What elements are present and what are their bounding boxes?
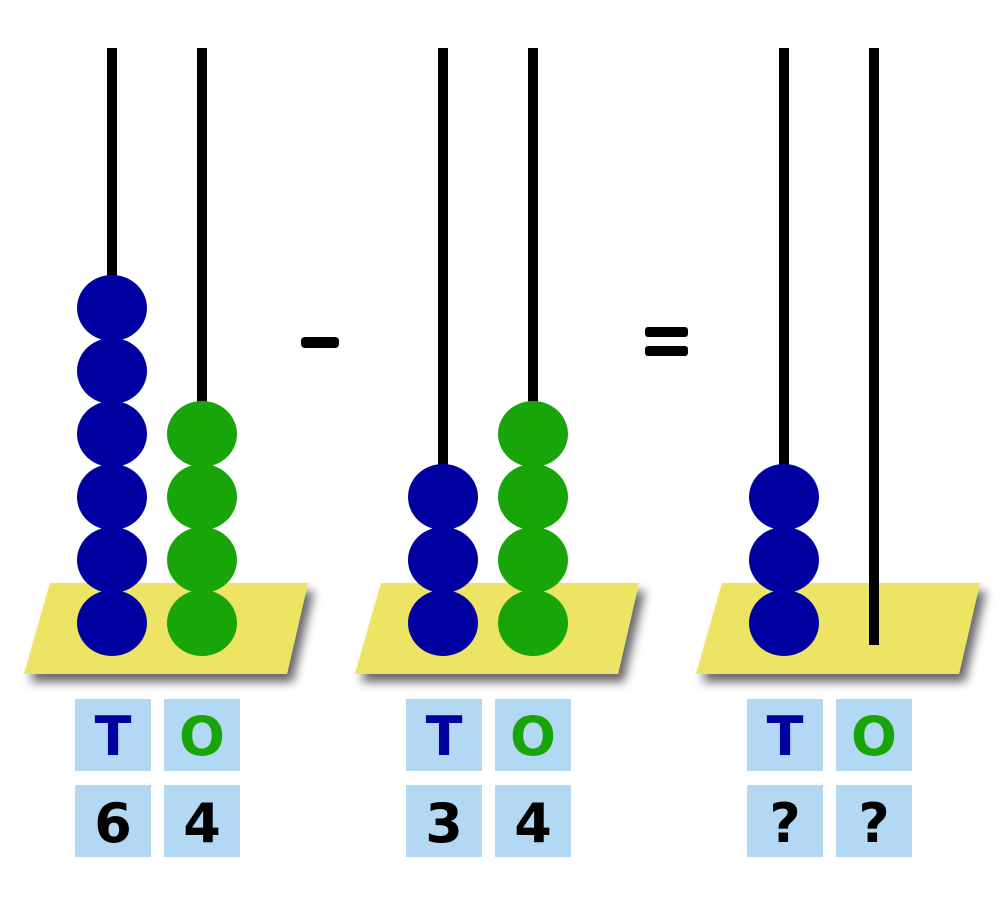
tens-bead [77,338,147,404]
ones-rod [869,48,879,645]
abacus-base [355,583,639,674]
ones-label: O [179,705,225,768]
tens-label-box [747,699,823,771]
minus-sign [301,337,339,348]
abacus-2: T 3O 4 [355,48,639,857]
ones-bead [498,590,568,656]
abacus-base [24,583,308,674]
ones-digit-box [836,785,912,857]
tens-bead [749,464,819,530]
tens-bead [77,527,147,593]
ones-label: O [851,705,897,768]
ones-bead [498,527,568,593]
tens-rod [779,48,789,623]
tens-bead [77,401,147,467]
tens-digit-box [406,785,482,857]
ones-label-box [164,699,240,771]
ones-bead [498,401,568,467]
tens-label: T [426,705,463,768]
ones-bead [167,401,237,467]
ones-digit: 4 [514,792,552,855]
ones-rod [197,48,207,623]
tens-label: T [95,705,132,768]
ones-digit-box [495,785,571,857]
tens-bead [749,590,819,656]
ones-bead [167,527,237,593]
tens-digit: ? [769,792,800,855]
tens-digit: 6 [94,792,132,855]
ones-label-box [836,699,912,771]
equals-sign [645,327,688,356]
tens-label: T [767,705,804,768]
ones-label-box [495,699,571,771]
tens-bead [408,527,478,593]
tens-digit-box [747,785,823,857]
ones-rod [528,48,538,623]
tens-digit-box [75,785,151,857]
tens-rod [438,48,448,623]
tens-digit: 3 [425,792,463,855]
tens-bead [77,590,147,656]
tens-bead [749,527,819,593]
ones-label: O [510,705,556,768]
ones-digit: ? [858,792,889,855]
ones-digit: 4 [183,792,221,855]
ones-bead [167,590,237,656]
abacus-1: T 6O 4 [24,48,308,857]
tens-label-box [406,699,482,771]
tens-bead [408,464,478,530]
ones-digit-box [164,785,240,857]
abacus-3: T? O? [696,48,980,857]
abacus-base [696,583,980,674]
ones-bead [498,464,568,530]
tens-bead [77,464,147,530]
tens-label-box [75,699,151,771]
tens-bead [77,275,147,341]
tens-bead [408,590,478,656]
ones-bead [167,464,237,530]
